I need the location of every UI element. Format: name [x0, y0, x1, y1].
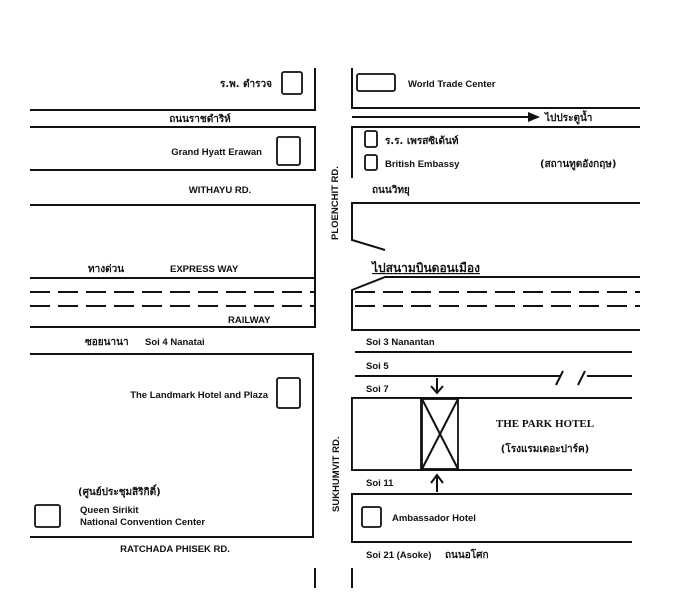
qsncc-box	[34, 504, 61, 528]
world-trade-center-label: World Trade Center	[408, 79, 496, 90]
withayu-road-label: WITHAYU RD.	[189, 185, 251, 196]
park-hotel-thai-label: (โรงแรมเดอะปาร์ค)	[501, 442, 590, 455]
world-trade-center-box	[356, 73, 396, 92]
qsncc-thai-label: (ศูนย์ประชุมสิริกิติ์)	[78, 484, 161, 499]
asoke-road-thai-label: ถนนอโศก	[445, 548, 489, 561]
expressway-thai-label: ทางด่วน	[88, 263, 124, 275]
ploenchit-road-label: PLOENCHIT RD.	[330, 166, 341, 240]
road-lines	[30, 68, 640, 588]
sukhumvit-road-label: SUKHUMVIT RD.	[331, 437, 342, 512]
ambassador-label: Ambassador Hotel	[392, 513, 476, 524]
british-embassy-label: British Embassy	[385, 159, 460, 170]
soi-11-label: Soi 11	[366, 478, 394, 489]
grand-hyatt-box	[276, 136, 301, 166]
railway-label: RAILWAY	[228, 315, 271, 326]
expressway-label: EXPRESS WAY	[170, 264, 239, 275]
soi-4-label: Soi 4 Nanatai	[145, 337, 205, 348]
park-hotel-label: THE PARK HOTEL	[496, 418, 594, 430]
landmark-box	[276, 377, 301, 409]
arrow-pratunam-icon	[528, 112, 540, 122]
qsncc-label-line2: National Convention Center	[80, 517, 205, 528]
police-hospital-box	[281, 71, 303, 95]
soi-7-label: Soi 7	[366, 384, 389, 395]
ratchada-road-label: RATCHADA PHISEK RD.	[120, 544, 230, 555]
ratchadamri-road-label: ถนนราชดำริห์	[169, 113, 231, 125]
president-hotel-box	[364, 130, 378, 148]
british-embassy-thai-label: (สถานทูตอังกฤษ)	[540, 158, 616, 171]
soi-5-label: Soi 5	[366, 361, 389, 372]
soi-3-label: Soi 3 Nanantan	[366, 337, 435, 348]
ambassador-box	[361, 506, 382, 528]
qsncc-label-line1: Queen Sirikit	[80, 505, 139, 516]
police-hospital-label: ร.พ. ตำรวจ	[220, 78, 272, 90]
park-hotel-box	[421, 398, 459, 470]
withayu-road-thai-label: ถนนวิทยุ	[372, 184, 410, 196]
to-airport-label: ไปสนามบินดอนเมือง	[370, 260, 480, 275]
grand-hyatt-label: Grand Hyatt Erawan	[171, 147, 262, 158]
to-pratunam-label: ไปประตูน้ำ	[544, 110, 592, 125]
nana-thai-label: ซอยนานา	[85, 337, 129, 348]
soi-21-label: Soi 21 (Asoke)	[366, 550, 431, 561]
british-embassy-box	[364, 154, 378, 171]
president-hotel-label: ร.ร. เพรสซิเด้นท์	[385, 135, 459, 147]
park-hotel-annex-box	[351, 397, 422, 471]
landmark-label: The Landmark Hotel and Plaza	[130, 390, 268, 401]
